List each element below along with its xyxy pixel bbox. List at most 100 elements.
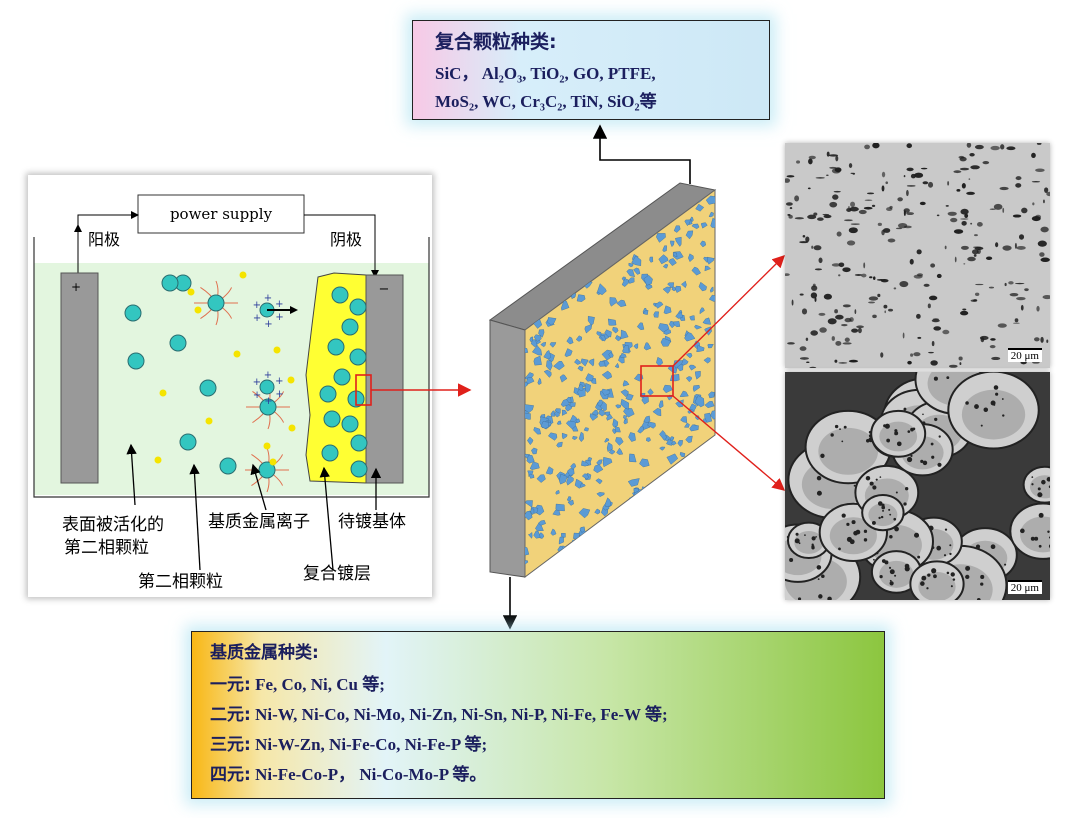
pore [1000, 144, 1005, 150]
embedded-particle [628, 453, 637, 463]
pore [856, 325, 864, 329]
pore [885, 181, 889, 185]
embedded-particle [540, 235, 546, 241]
embedded-particle [669, 373, 680, 382]
embedded-particle [543, 369, 552, 378]
embedded-particle [692, 569, 700, 577]
embedded-particle [645, 553, 650, 558]
embedded-particle [705, 195, 715, 205]
grain-pore [882, 509, 884, 512]
embedded-particle [550, 528, 557, 536]
embedded-particle [699, 240, 707, 248]
pore [976, 222, 983, 227]
embedded-particle [682, 531, 689, 537]
activated-particle-label-2: 第二相颗粒 [64, 538, 149, 558]
embedded-particle [612, 556, 622, 568]
pore [903, 208, 910, 213]
pore [893, 287, 897, 290]
embedded-particle [688, 253, 694, 263]
grain-pore [993, 403, 996, 406]
embedded-particle [710, 410, 715, 420]
micrograph-bottom-image [759, 344, 1077, 630]
embedded-particle [570, 463, 577, 470]
pore [850, 223, 860, 225]
anode-label: 阳极 [88, 230, 120, 249]
embedded-particle [585, 373, 594, 382]
embedded-particle [685, 435, 693, 443]
embedded-particle [525, 404, 534, 413]
embedded-particle [600, 401, 607, 412]
embedded-particle [574, 190, 581, 196]
pore [813, 245, 822, 251]
pore [974, 292, 980, 296]
embedded-particle [708, 294, 715, 302]
embedded-particle [622, 344, 630, 354]
embedded-particle [525, 546, 530, 556]
embedded-particle [525, 247, 534, 259]
embedded-particle [564, 248, 574, 259]
power-supply-box [137, 194, 305, 234]
embedded-particle [616, 190, 626, 193]
grain-pore [952, 578, 956, 581]
embedded-particle [538, 329, 545, 338]
pore [930, 360, 938, 366]
pore [1040, 226, 1049, 233]
pore [832, 194, 839, 200]
embedded-particle [614, 426, 621, 433]
second-phase-particle [321, 444, 339, 462]
embedded-particle [644, 525, 654, 535]
cathode-substrate [365, 274, 404, 484]
embedded-particle [525, 560, 529, 565]
pore [1015, 183, 1022, 188]
embedded-particle [612, 326, 619, 334]
embedded-particle [593, 464, 604, 474]
pore [964, 213, 969, 219]
embedded-particle [584, 323, 593, 334]
embedded-particle [675, 497, 683, 507]
grain-pore [834, 424, 839, 429]
embedded-particle [670, 558, 677, 565]
grain-pore [843, 425, 847, 429]
embedded-particle [577, 387, 586, 398]
pore [809, 366, 817, 370]
embedded-particle [607, 318, 617, 326]
embedded-particle [673, 225, 681, 233]
second-phase-particle [350, 460, 368, 478]
pore [850, 201, 856, 208]
embedded-particle [637, 426, 644, 434]
embedded-particle [569, 191, 579, 199]
embedded-particle [608, 449, 616, 455]
pore [897, 197, 903, 202]
grain-pore [1031, 476, 1034, 478]
embedded-particle [704, 265, 711, 272]
embedded-particle [560, 398, 571, 407]
pore [834, 167, 842, 173]
positive-charge-icon: + [264, 293, 272, 304]
embedded-particle [680, 516, 685, 521]
embedded-particle [645, 556, 655, 567]
embedded-particle [594, 508, 601, 515]
positive-charge-icon: + [264, 319, 272, 330]
second-phase-particle-label: 第二相颗粒 [138, 572, 223, 592]
pore [863, 262, 866, 269]
embedded-particle [559, 551, 567, 560]
pore [969, 153, 975, 157]
grain-pore [797, 597, 802, 601]
embedded-particle [531, 345, 543, 356]
embedded-particle [694, 370, 701, 380]
pore [960, 218, 969, 220]
embedded-particle [615, 404, 621, 409]
pore [783, 178, 791, 183]
embedded-particle [579, 180, 588, 188]
grain-pore [816, 490, 822, 496]
positive-charge-icon: + [275, 376, 283, 387]
pore [975, 283, 984, 286]
embedded-particle [526, 266, 533, 273]
matrix-row-quaternary: 四元: Ni-Fe-Co-P， Ni-Co-Mo-P 等。 [210, 765, 487, 785]
pore [880, 352, 884, 358]
pore [783, 273, 790, 277]
embedded-particle [601, 370, 613, 380]
embedded-particle [708, 211, 714, 218]
pore [947, 181, 950, 186]
